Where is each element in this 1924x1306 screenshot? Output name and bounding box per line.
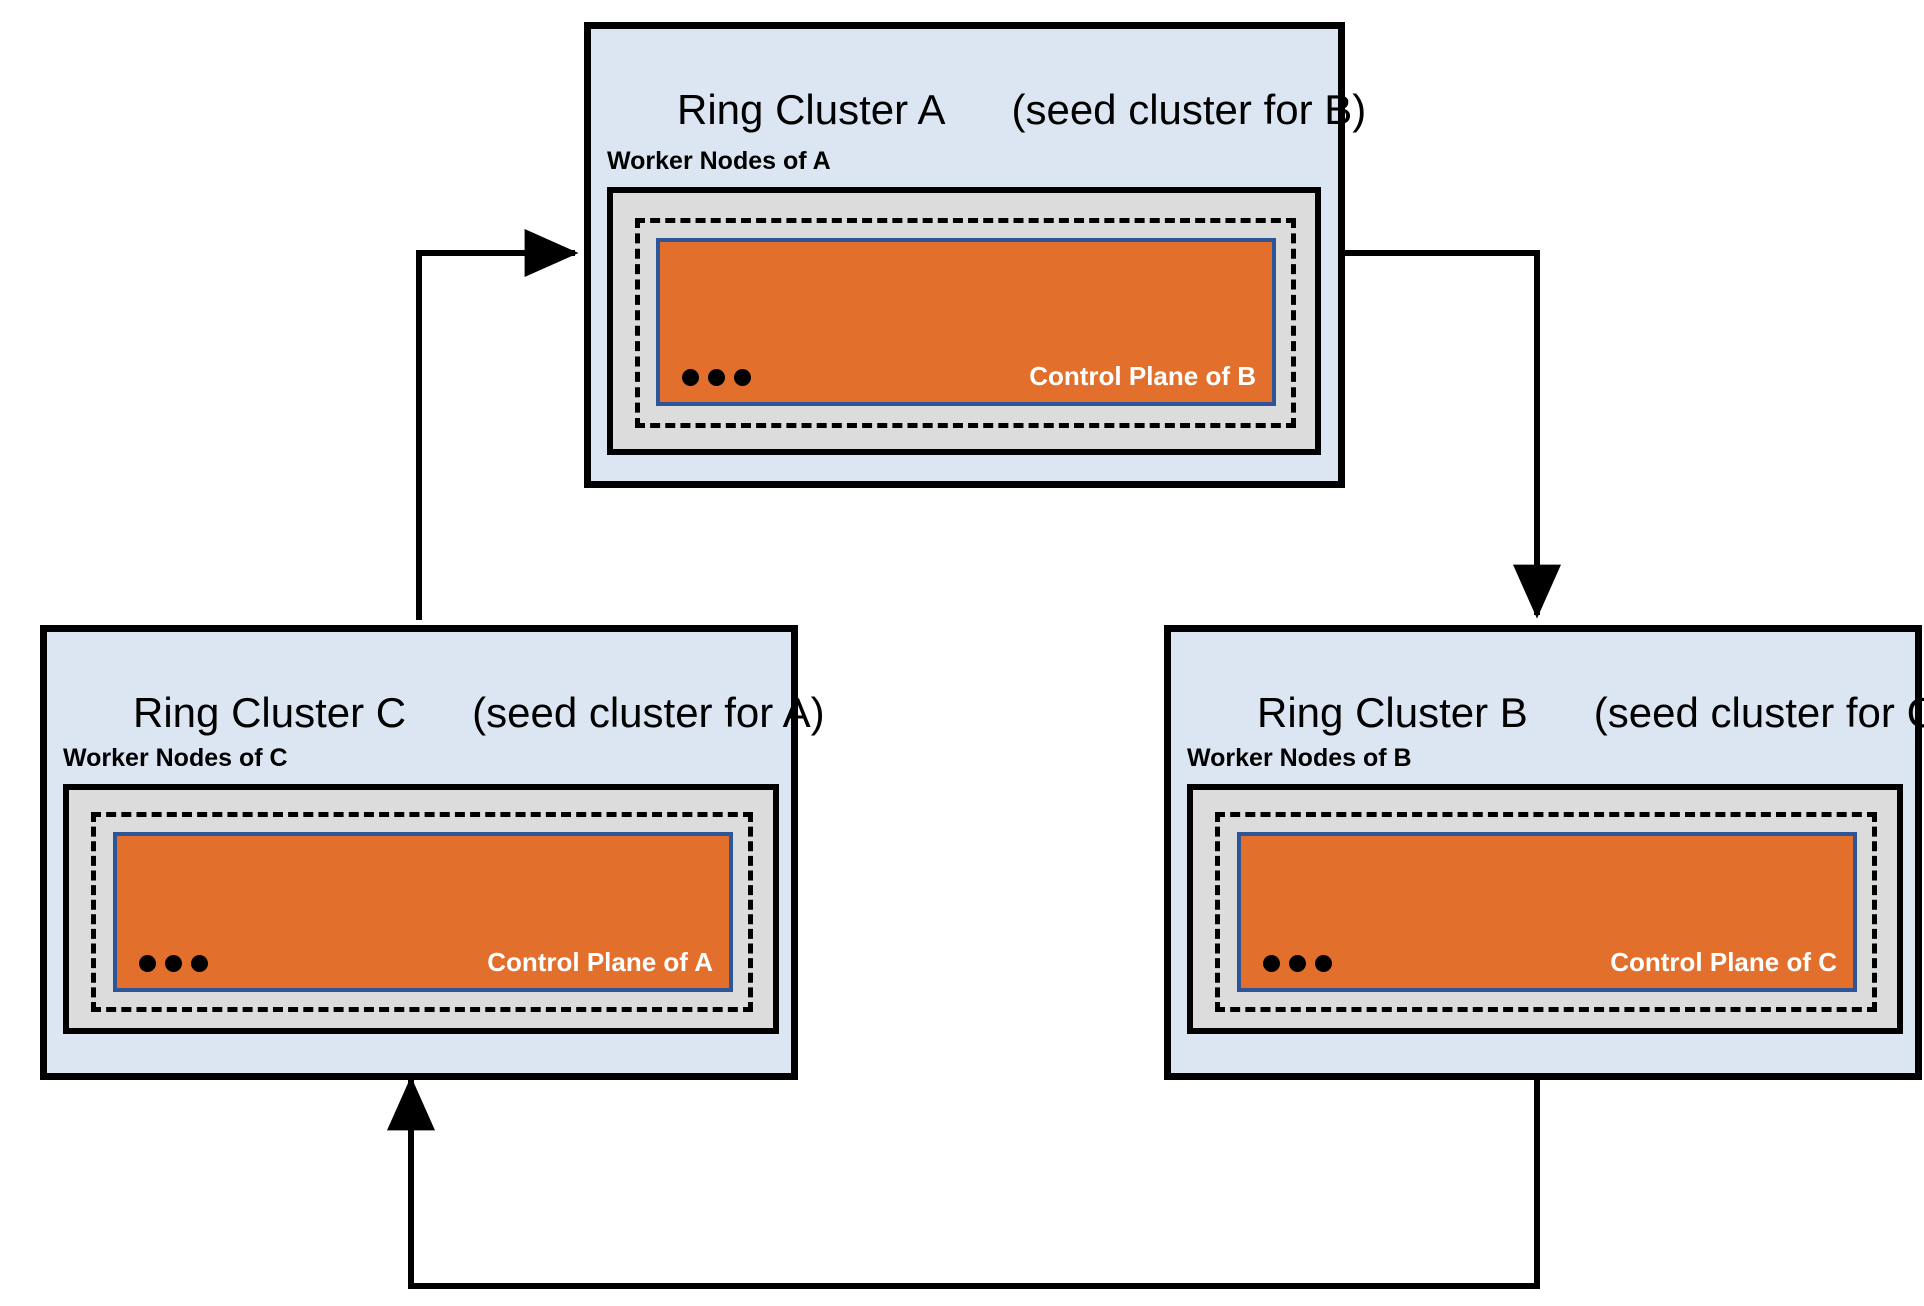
cluster-a-name: Ring Cluster A (677, 86, 946, 134)
cluster-a-title: Ring Cluster A (seed cluster for B) (607, 39, 1366, 180)
cluster-c-worker-box: Control Plane of A (63, 784, 779, 1034)
edge-c-to-a (416, 229, 579, 620)
cluster-b[interactable]: Ring Cluster B (seed cluster for C) Worke… (1164, 625, 1924, 1080)
cluster-c-title: Ring Cluster C (seed cluster for A) (63, 642, 825, 783)
cluster-a-ellipsis-dots (682, 369, 751, 386)
cluster-b-title: Ring Cluster B (seed cluster for C) (1187, 642, 1924, 783)
cluster-a-seed-note: (seed cluster for B) (1011, 86, 1367, 134)
cluster-c-ellipsis-dots (139, 955, 208, 972)
cluster-b-ellipsis-dots (1263, 955, 1332, 972)
cluster-b-control-plane-label: Control Plane of C (1610, 947, 1837, 977)
cluster-a[interactable]: Ring Cluster A (seed cluster for B) Worke… (584, 22, 1366, 488)
cluster-a-worker-label: Worker Nodes of A (607, 147, 831, 175)
cluster-b-control-plane[interactable]: Control Plane of C (1237, 832, 1857, 992)
cluster-b-worker-box: Control Plane of C (1187, 784, 1903, 1034)
cluster-c-name: Ring Cluster C (133, 689, 407, 737)
cluster-c-seed-note: (seed cluster for A) (472, 689, 825, 737)
cluster-a-worker-box: Control Plane of B (607, 187, 1321, 455)
cluster-a-control-plane-label: Control Plane of B (1029, 361, 1256, 391)
cluster-b-worker-label: Worker Nodes of B (1187, 744, 1412, 772)
edge-b-to-c (387, 1068, 1540, 1289)
cluster-c-control-plane[interactable]: Control Plane of A (113, 832, 733, 992)
cluster-c[interactable]: Ring Cluster C (seed cluster for A) Worke… (40, 625, 825, 1080)
cluster-a-dashed-frame (635, 218, 1296, 428)
cluster-a-control-plane[interactable]: Control Plane of B (656, 238, 1276, 406)
cluster-c-dashed-frame (91, 812, 753, 1012)
cluster-b-seed-note: (seed cluster for C) (1593, 689, 1924, 737)
cluster-b-name: Ring Cluster B (1257, 689, 1528, 737)
edge-a-to-b (1345, 250, 1561, 619)
cluster-c-control-plane-label: Control Plane of A (487, 947, 713, 977)
cluster-c-worker-label: Worker Nodes of C (63, 744, 288, 772)
cluster-b-dashed-frame (1215, 812, 1877, 1012)
